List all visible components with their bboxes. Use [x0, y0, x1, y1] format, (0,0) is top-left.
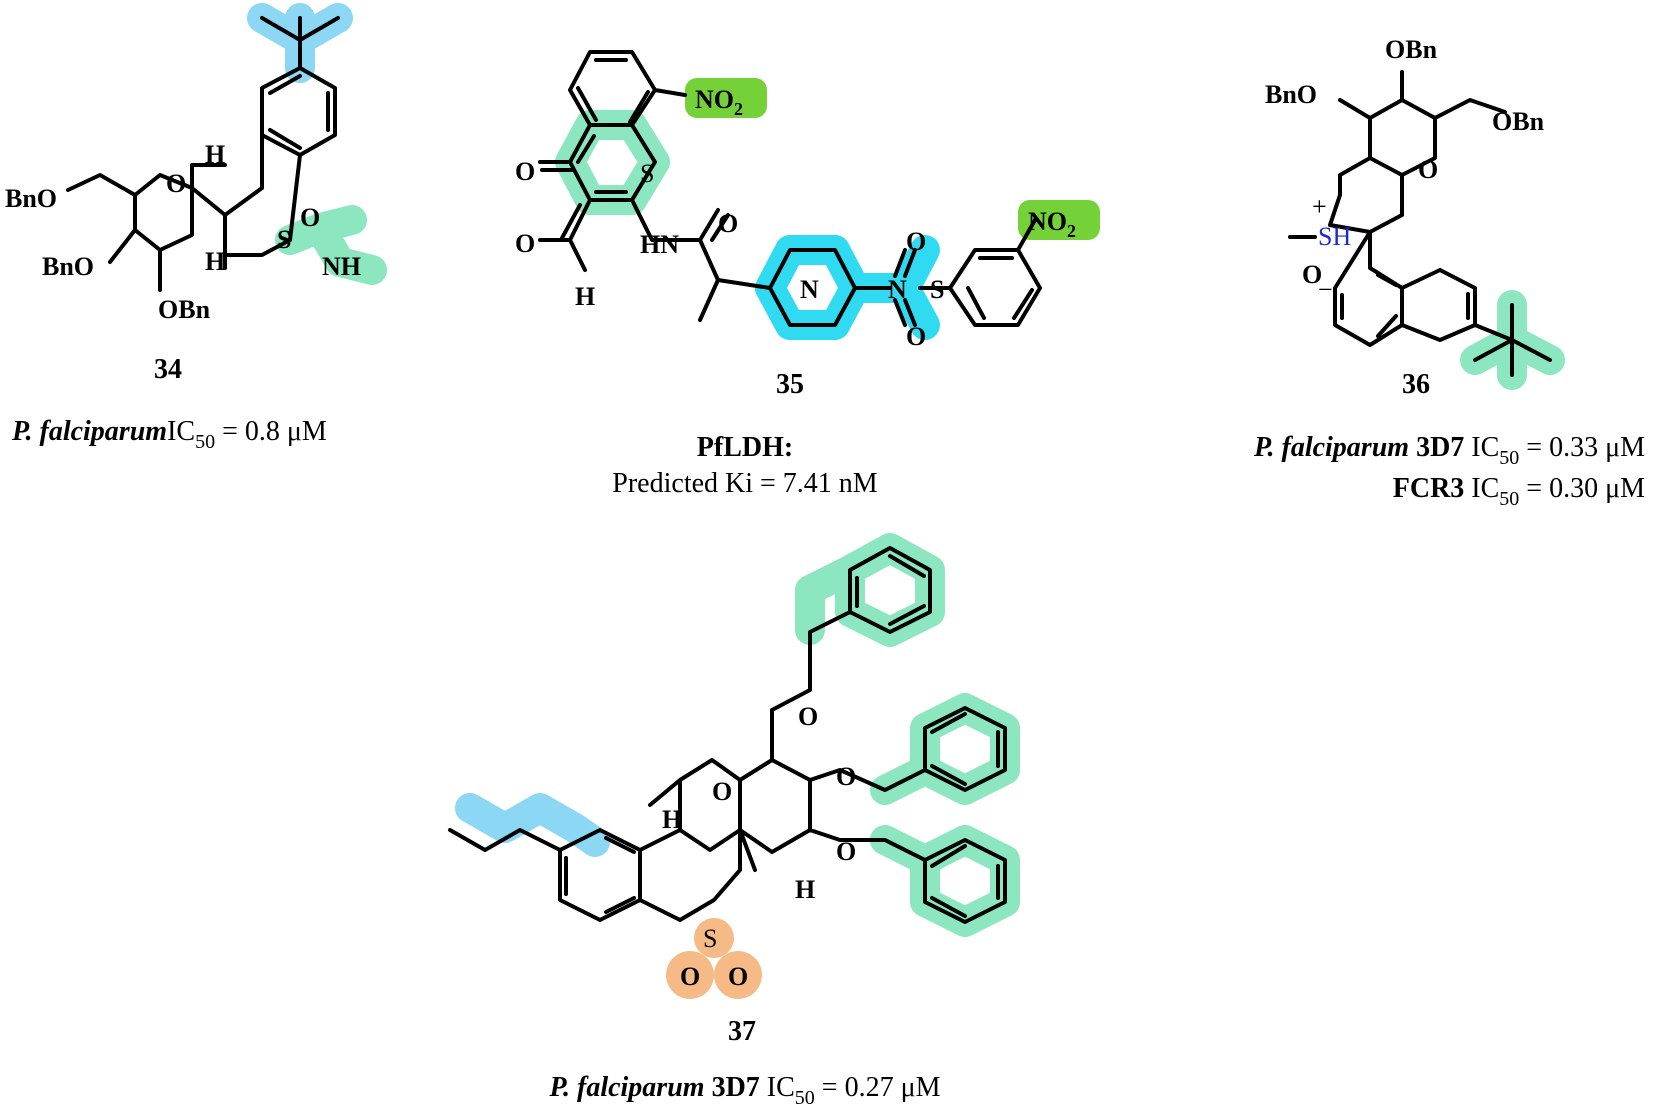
atom-label: O	[798, 702, 818, 731]
atom-label: H	[205, 247, 225, 276]
compound-number: 34	[154, 354, 182, 385]
atom-label: OBn	[1492, 107, 1545, 136]
atom-label: S	[703, 924, 717, 953]
atom-label: NO2	[695, 85, 743, 119]
bond-paths-34	[66, 16, 340, 292]
atom-label: O	[906, 227, 926, 256]
sulfone-highlight	[694, 918, 734, 958]
compound-number: 36	[1402, 369, 1430, 400]
atom-label: O	[836, 762, 856, 791]
atom-label: O	[712, 777, 732, 806]
compound-34: BnO O H H BnO OBn S O NH 34 P. falciparu…	[5, 3, 387, 453]
activity-caption: P. falciparum 3D7 IC50 = 0.33 μM	[1253, 432, 1645, 469]
atom-label: N	[888, 275, 907, 304]
atom-label: O	[836, 837, 856, 866]
nitro-highlight	[1018, 200, 1100, 240]
target-caption: PfLDH:	[697, 432, 793, 463]
atom-label: OBn	[158, 295, 211, 324]
charge-label: −	[1318, 275, 1333, 304]
atom-label: BnO	[1265, 80, 1317, 109]
atom-label: OBn	[1385, 35, 1438, 64]
atom-label: O	[718, 209, 738, 238]
bond-paths-35	[538, 50, 1042, 327]
atom-label: H	[205, 140, 225, 169]
sulfone-highlight	[666, 951, 714, 999]
atom-label: O	[515, 157, 535, 186]
atom-label: O	[680, 962, 700, 991]
atom-label: SH	[1318, 222, 1351, 251]
atom-label: NO2	[1028, 207, 1076, 241]
atom-label: O	[728, 962, 748, 991]
sulfone-highlight	[714, 951, 762, 999]
atom-label: HN	[640, 230, 679, 259]
atom-label: H	[662, 805, 682, 834]
compound-number: 35	[776, 369, 804, 400]
activity-caption: Predicted Ki = 7.41 nM	[612, 468, 878, 499]
compound-number: 37	[728, 1016, 756, 1047]
atom-label: S	[277, 225, 291, 254]
atom-label: BnO	[42, 252, 94, 281]
activity-caption: FCR3 IC50 = 0.30 μM	[1393, 473, 1645, 510]
nitro-highlight	[685, 78, 767, 118]
atom-label: O	[300, 203, 320, 232]
bond-paths-37	[448, 546, 1007, 924]
atom-label: N	[800, 275, 819, 304]
compound-36: OBn BnO O OBn + SH O − 36 P. falciparum …	[1253, 35, 1645, 510]
atom-label: O	[515, 229, 535, 258]
atom-label: O	[906, 322, 926, 351]
atom-label: S	[640, 159, 654, 188]
atom-label: O	[166, 169, 186, 198]
atom-label: O	[1302, 260, 1322, 289]
sulfoximine-highlight	[275, 205, 387, 285]
compound-37: O O O O H H S O O 37 P. falciparum 3D7 I…	[448, 533, 1020, 1109]
atom-label: BnO	[5, 184, 57, 213]
atom-label: O	[1418, 155, 1438, 184]
compound-35: NO2 O S O H HN O N N S O O NO2 35 PfLDH:…	[515, 50, 1100, 499]
propyl-highlight	[455, 793, 610, 857]
activity-caption: P. falciparumIC50 = 0.8 μM	[11, 416, 327, 453]
atom-label: NH	[322, 252, 361, 281]
atom-label: H	[575, 282, 595, 311]
atom-label: H	[795, 875, 815, 904]
activity-caption: P. falciparum 3D7 IC50 = 0.27 μM	[549, 1072, 941, 1105]
bond-paths-36	[1288, 70, 1552, 377]
charge-label: +	[1312, 192, 1327, 221]
atom-label: S	[930, 275, 944, 304]
